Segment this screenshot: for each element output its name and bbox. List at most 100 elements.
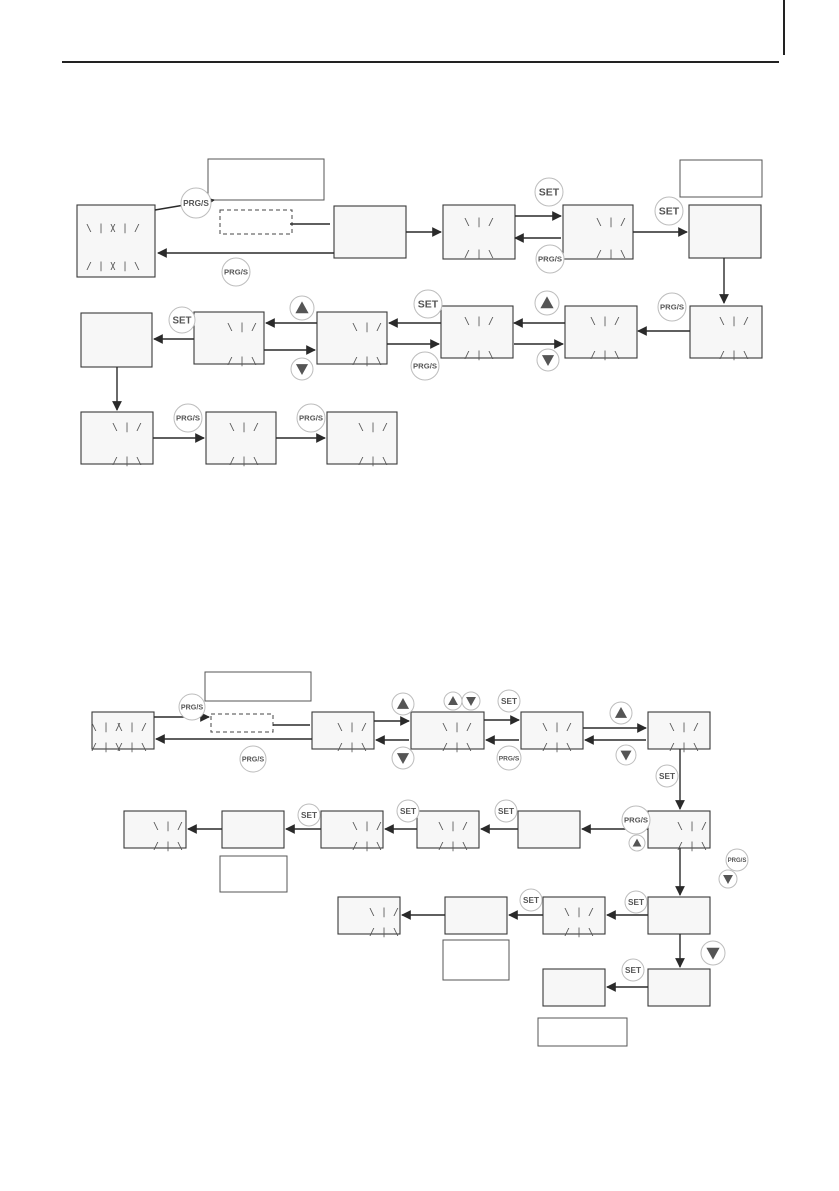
prg-s-label: PRG/S <box>413 362 437 371</box>
blink-mark: \ | / <box>464 316 494 327</box>
display-panel <box>562 204 634 260</box>
set-label: SET <box>498 807 514 816</box>
display-panel <box>647 968 711 1007</box>
blink-mark: / | \ <box>677 841 707 852</box>
blink-mark: / | \ <box>564 927 594 938</box>
annotation-label-box <box>442 939 510 981</box>
blink-mark: / | \ <box>438 841 468 852</box>
blink-mark: \ | / <box>464 217 494 228</box>
down-arrow-icon <box>290 357 314 381</box>
up-arrow-icon <box>534 290 560 316</box>
display-panel <box>416 810 480 849</box>
display-panel <box>444 896 508 935</box>
triangle-up-icon <box>614 706 628 718</box>
blink-mark: \ | / <box>669 722 699 733</box>
button-ring <box>168 306 196 334</box>
prg-s-label: PRG/S <box>183 199 209 208</box>
prg-s-button: PRG/S <box>535 244 565 274</box>
up-arrow-icon <box>628 834 646 852</box>
blink-mark: / | \ <box>352 356 382 367</box>
triangle-up-icon <box>295 301 309 314</box>
button-ring <box>496 745 522 771</box>
prg-s-button: PRG/S <box>725 848 749 872</box>
blink-mark: / | \ <box>358 456 388 467</box>
triangle-up-icon <box>540 296 554 309</box>
button-ring <box>239 745 267 773</box>
blink-mark: / | \ <box>464 249 494 260</box>
button-ring <box>296 403 326 433</box>
blink-mark: \ | / <box>442 722 472 733</box>
set-label: SET <box>628 898 644 907</box>
display-panel <box>76 204 156 278</box>
triangle-down-icon <box>723 875 733 884</box>
down-arrow-icon <box>391 746 415 770</box>
blink-mark: / | \ <box>464 350 494 361</box>
blink-mark: \ | / <box>153 821 183 832</box>
prg-s-label: PRG/S <box>499 755 520 762</box>
display-panel <box>647 711 711 750</box>
blink-mark: \ | / <box>112 422 142 433</box>
button-ring <box>657 292 687 322</box>
display-panel <box>542 896 606 935</box>
prg-s-label: PRG/S <box>624 816 648 825</box>
display-panel <box>316 311 388 365</box>
prg-s-label: PRG/S <box>176 414 200 423</box>
button-ring <box>410 351 440 381</box>
display-panel <box>689 305 763 359</box>
blink-mark: / | \ <box>112 456 142 467</box>
annotation-label-box <box>207 158 325 201</box>
blink-mark: / | \ <box>352 841 382 852</box>
set-label: SET <box>301 811 317 820</box>
blink-mark: \ | / <box>590 316 620 327</box>
prg-s-button: PRG/S <box>221 257 251 287</box>
set-button: SET <box>297 803 321 827</box>
down-arrow-icon <box>615 744 637 766</box>
set-label: SET <box>659 772 675 781</box>
dashed-placeholder <box>210 713 274 733</box>
set-button: SET <box>413 289 443 319</box>
display-panel <box>320 810 384 849</box>
display-panel <box>333 205 407 259</box>
blink-mark: / | \ <box>369 927 399 938</box>
button-ring <box>621 958 645 982</box>
blink-mark: / | \ <box>227 356 257 367</box>
display-panel <box>205 411 277 465</box>
blink-mark: / | \ <box>153 841 183 852</box>
blink-mark: \ | / <box>719 316 749 327</box>
set-button: SET <box>624 890 648 914</box>
prg-s-button: PRG/S <box>657 292 687 322</box>
set-label: SET <box>523 896 539 905</box>
set-button: SET <box>519 888 543 912</box>
set-button: SET <box>497 689 521 713</box>
display-panel <box>647 896 711 935</box>
button-ring <box>654 196 684 226</box>
display-panel <box>311 711 375 750</box>
set-label: SET <box>539 187 560 199</box>
down-arrow-icon <box>700 940 726 966</box>
button-ring <box>624 890 648 914</box>
set-button: SET <box>396 799 420 823</box>
prg-s-label: PRG/S <box>728 858 747 864</box>
set-label: SET <box>659 206 680 218</box>
blink-mark: / | \ <box>442 742 472 753</box>
prg-s-label: PRG/S <box>181 704 203 712</box>
blink-mark: \ | / <box>596 217 626 228</box>
blink-mark: \ | / <box>117 722 147 733</box>
display-panel <box>410 711 485 750</box>
display-panel <box>337 896 401 935</box>
blink-mark: / | \ <box>542 742 572 753</box>
triangle-down-icon <box>396 753 410 765</box>
prg-s-button: PRG/S <box>173 403 203 433</box>
prg-s-label: PRG/S <box>242 756 264 764</box>
annotation-label-box <box>204 671 312 702</box>
button-ring <box>178 693 206 721</box>
triangle-up-icon <box>396 697 410 709</box>
prg-s-label: PRG/S <box>224 268 248 277</box>
triangle-down-icon <box>295 364 309 376</box>
display-panel <box>221 810 285 849</box>
button-ring <box>173 403 203 433</box>
button-ring <box>297 803 321 827</box>
annotation-label-box <box>537 1017 628 1047</box>
display-panel <box>193 311 265 365</box>
